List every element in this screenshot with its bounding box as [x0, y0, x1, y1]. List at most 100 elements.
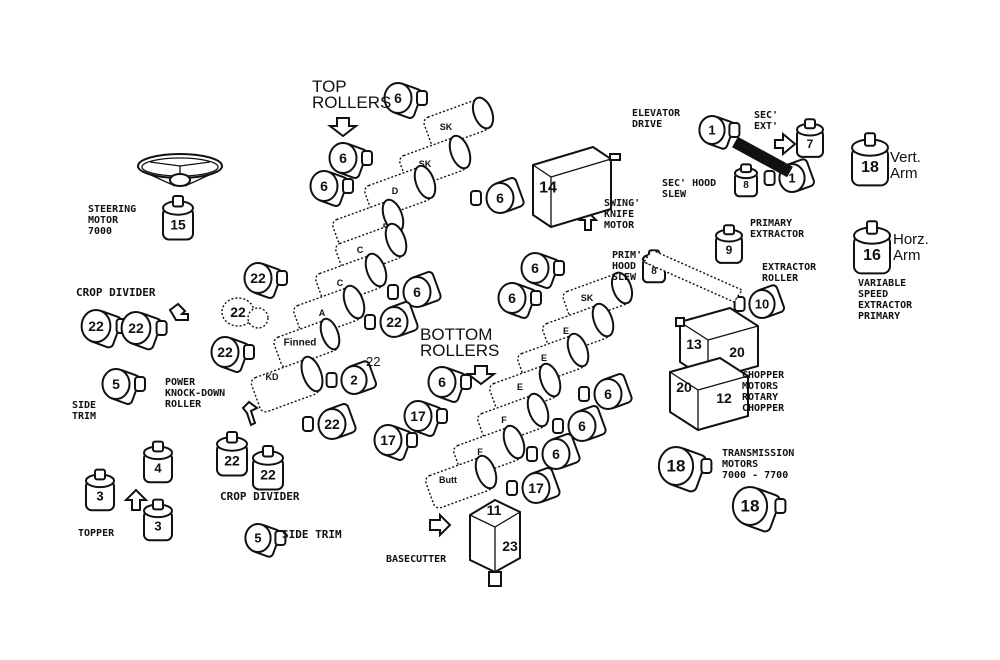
motor-steering: 15	[162, 195, 194, 241]
horz-arm-label: Horz.Arm	[893, 231, 929, 264]
motor-horz-arm: 16	[853, 220, 891, 275]
roller-finned: Finned	[273, 317, 341, 369]
motor-crop1: 22	[80, 309, 128, 349]
chopper-motors-label-line: CHOPPER	[742, 370, 785, 381]
chopper-motors-label-line: ROTARY	[742, 392, 778, 403]
transmission-motors-label-line: TRANSMISSION	[722, 448, 794, 459]
motor-b-f1-left: 17	[403, 400, 448, 438]
motor-b-e1-left: 6	[497, 282, 542, 320]
vert-arm-label-line: Vert.	[890, 149, 921, 166]
sec-ext-label-line: SEC'	[754, 110, 778, 121]
arrow-sec-ext	[774, 131, 797, 157]
label-22-free-line: 22	[366, 354, 380, 369]
arrow-topper	[123, 488, 149, 511]
motor-sec-ext: 7	[796, 118, 824, 158]
motor-b-e-left: 6	[427, 366, 472, 404]
motor-number: 17	[380, 432, 396, 448]
motor-number: 6	[604, 386, 612, 402]
motor-top-sk2-right: 6	[470, 176, 525, 214]
motor-top-sk1: 6	[383, 82, 428, 120]
motor-number: 6	[394, 90, 402, 106]
prim-hood-label-line: HOOD	[612, 261, 636, 272]
elevator-drive-label-line: ELEVATOR	[632, 108, 681, 119]
roller-letter: C	[337, 278, 344, 288]
roller-letter: D	[392, 186, 399, 196]
roller-b-butt: Butt	[425, 454, 498, 509]
arrow-down-top-rollers	[327, 117, 359, 138]
motor-number: 7	[807, 137, 814, 151]
motor-number: 4	[154, 461, 162, 476]
motor-b-f1-right: 6	[552, 404, 607, 442]
motor-number: 1	[788, 171, 795, 186]
motor-primary-extractor: 9	[715, 224, 743, 264]
transmission-motors-label-line: MOTORS	[722, 459, 758, 470]
motor-number: 11	[487, 502, 502, 518]
elevator-drive-shaft	[732, 136, 793, 178]
roller-letter: SK	[440, 122, 453, 132]
motor-b-butt-right: 17	[506, 466, 561, 504]
motor-number: 6	[552, 446, 560, 462]
arrow-down-bottom-rollers	[465, 365, 497, 386]
crop-divider-motor-dashed: 22	[221, 297, 269, 329]
bottom-rollers-label-line: ROLLERS	[420, 341, 499, 360]
motor-b-sk-left: 6	[520, 252, 565, 290]
roller-letter: E	[541, 353, 547, 363]
crop-divider-label-left-line: CROP DIVIDER	[76, 286, 156, 299]
chopper-motors-label-line: CHOPPER	[742, 403, 785, 414]
motor-number: 5	[112, 376, 120, 392]
bottom-roller-chain: SK E E E F F Butt	[425, 271, 634, 509]
motor-number: 10	[755, 297, 769, 312]
roller-letter: Butt	[439, 475, 457, 485]
motor-vert-arm: 18	[851, 132, 889, 187]
motor-number: 22	[324, 416, 340, 432]
motor-number: 18	[667, 457, 686, 476]
roller-letter: C	[357, 245, 364, 255]
swing-knife-label-line: SWING'	[604, 198, 640, 209]
vert-arm-label-line: Arm	[890, 165, 918, 182]
top-rollers-label-line: ROLLERS	[312, 93, 391, 112]
motor-number: 6	[531, 260, 539, 276]
variable-speed-label-line: VARIABLE	[858, 278, 906, 289]
bottom-rollers-label-line: BOTTOM	[420, 325, 492, 344]
motor-b-f2-left: 17	[373, 424, 418, 462]
motor-extractor-roller: 10	[733, 284, 786, 319]
motor-sec-hood: 8	[734, 163, 758, 198]
motor-number: 6	[578, 418, 586, 434]
extractor-roller-label-line: ROLLER	[762, 273, 799, 284]
motor-number: 13	[686, 336, 702, 352]
motor-topper-a: 3	[85, 468, 115, 512]
roller-sk-1: SK	[423, 96, 495, 149]
side-trim-label-bottom-line: SIDE TRIM	[282, 528, 342, 541]
roller-letter: E	[517, 382, 523, 392]
roller-letter: E	[563, 326, 569, 336]
motor-trans-18a: 18	[657, 446, 713, 493]
motor-number: 14	[539, 180, 557, 197]
roller-letter: SK	[581, 293, 594, 303]
primary-extractor-label-line: PRIMARY	[750, 218, 792, 229]
motor-number: 6	[320, 178, 328, 194]
roller-b-sk: SK	[562, 271, 634, 323]
power-knockdown-label-line: POWER	[165, 377, 196, 388]
topper-label: TOPPER	[78, 528, 115, 539]
motor-b-e-right: 6	[578, 372, 633, 410]
chopper-motors-label-line: MOTORS	[742, 381, 778, 392]
swing-knife-motor-14: 14	[532, 145, 621, 229]
motor-number: 22	[88, 318, 104, 334]
motor-trans-18b: 18	[731, 486, 787, 533]
motor-c-left: 22	[243, 262, 288, 300]
roller-b-e3: E	[489, 362, 562, 417]
transmission-motors-label-line: 7000 - 7700	[722, 470, 788, 481]
primary-extractor-label-line: EXTRACTOR	[750, 229, 805, 240]
motor-b-f2-right: 6	[526, 432, 581, 470]
motor-top-sk2-left: 6	[328, 142, 373, 180]
motor-number: 22	[217, 344, 233, 360]
topper-label-line: TOPPER	[78, 528, 115, 539]
arrow-basecutter	[429, 512, 452, 538]
sec-ext-label: SEC'EXT'	[754, 110, 778, 132]
